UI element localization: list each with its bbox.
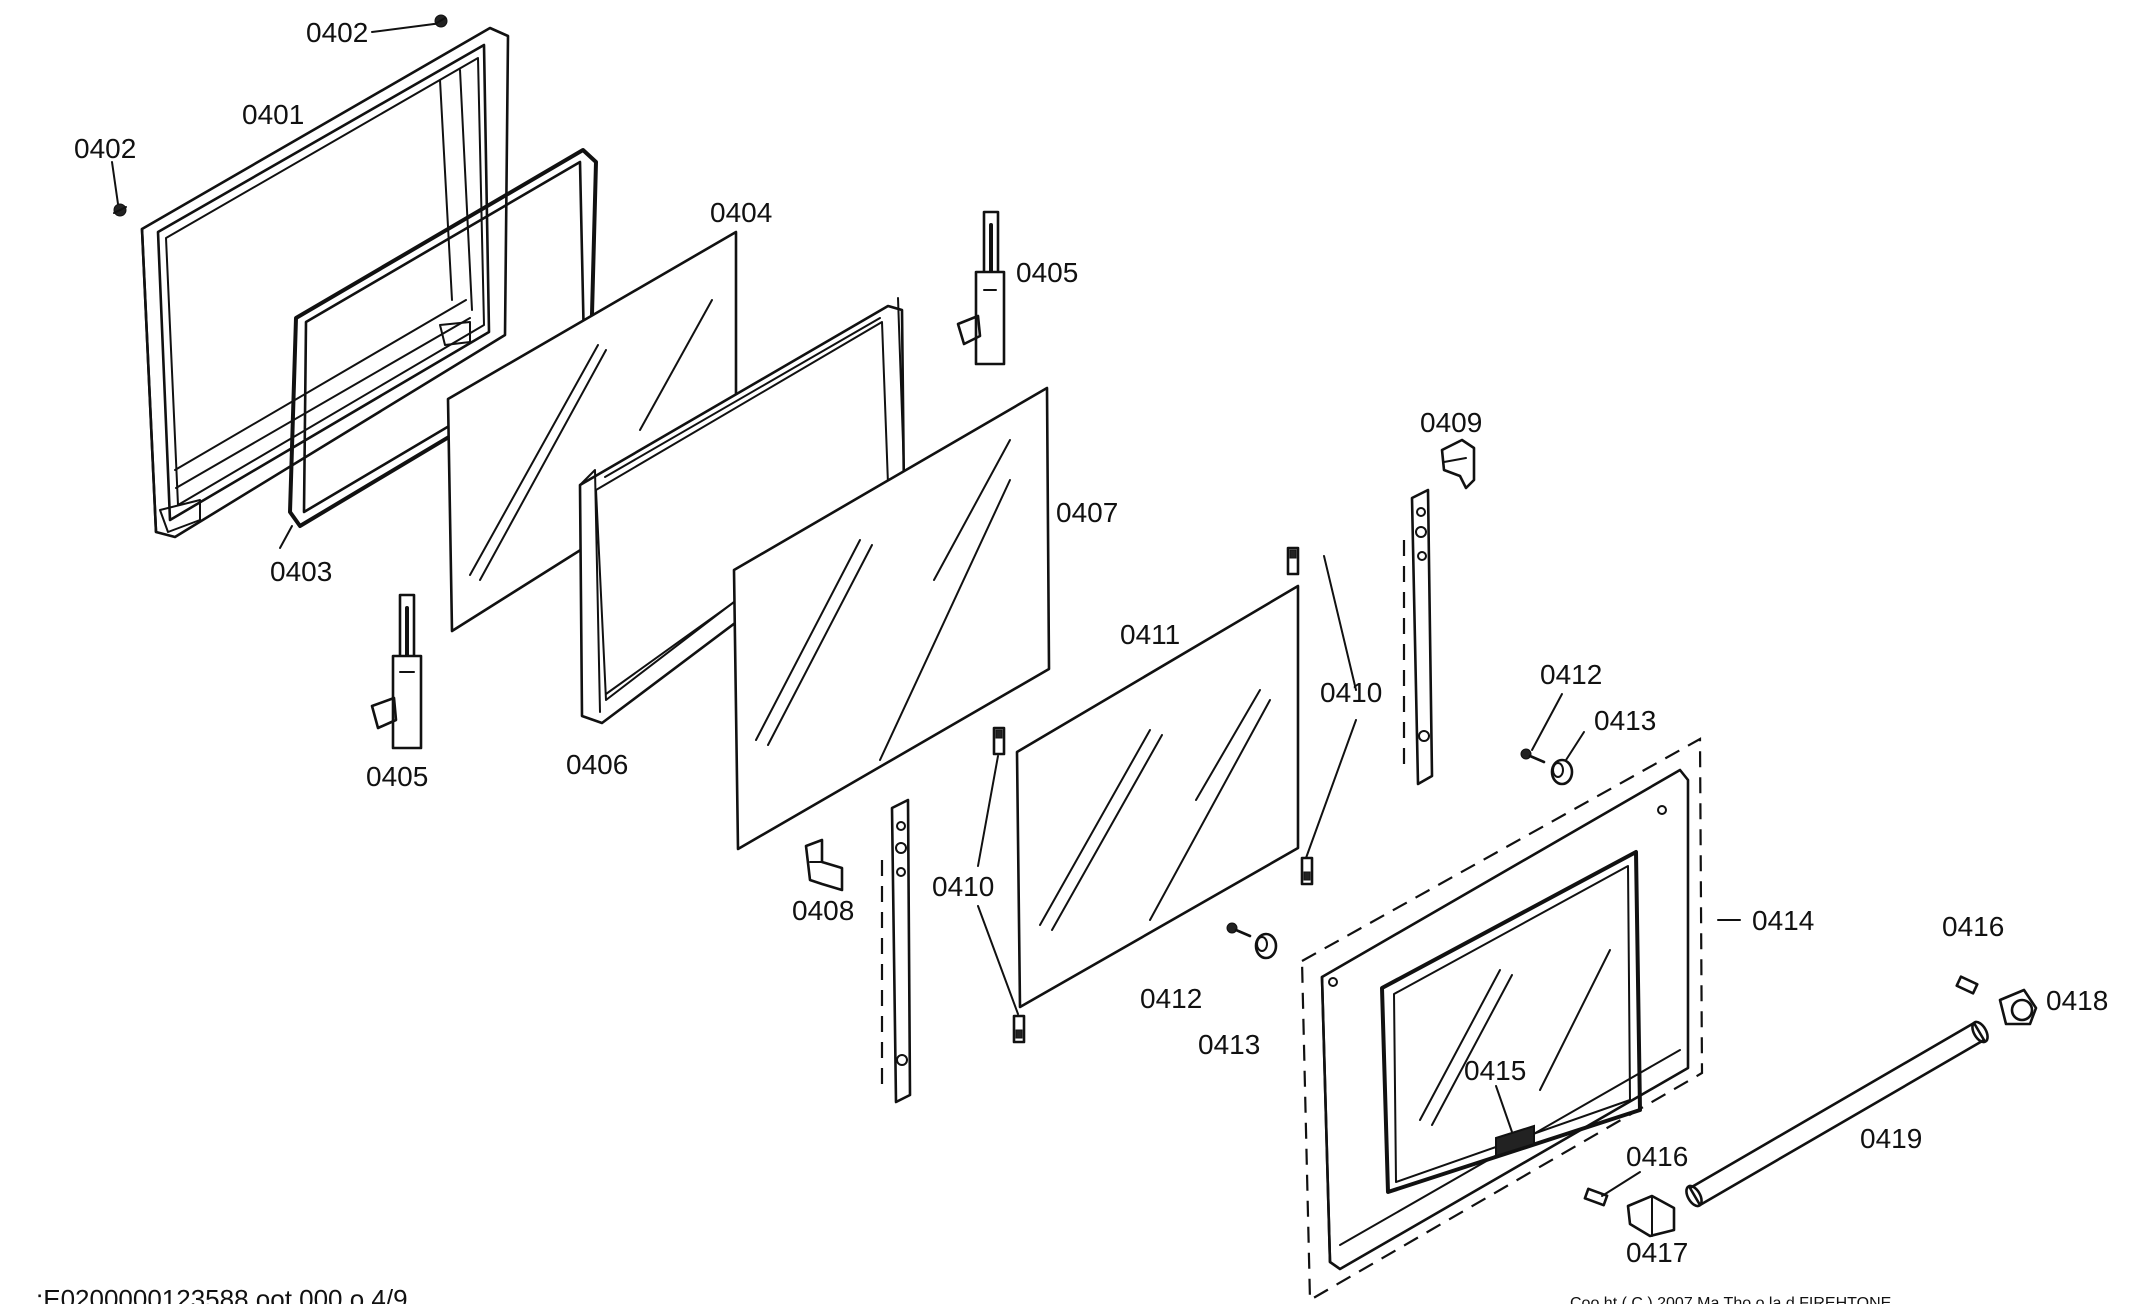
part-0412-screw-upper — [1520, 748, 1546, 764]
label-0413-lower: 0413 — [1198, 1029, 1260, 1060]
label-0412-upper: 0412 — [1540, 659, 1602, 690]
label-0410-left: 0410 — [932, 871, 994, 902]
label-0410-right: 0410 — [1320, 677, 1382, 708]
part-0415-badge — [1495, 1124, 1535, 1158]
part-0404-glass — [446, 230, 738, 633]
part-0416-pin-lower — [1583, 1187, 1609, 1207]
label-0415: 0415 — [1464, 1055, 1526, 1086]
label-0407: 0407 — [1056, 497, 1118, 528]
part-0414-front-panel — [1300, 737, 1704, 1302]
label-0412-lower: 0412 — [1140, 983, 1202, 1014]
part-0402-screw-top — [434, 14, 448, 28]
part-0405-hinge-top — [956, 210, 1006, 366]
part-0409-bracket — [1440, 438, 1476, 490]
part-0411-glass — [1015, 584, 1300, 1009]
part-0405-hinge-bottom — [370, 593, 423, 750]
part-0402-screw-left — [113, 203, 127, 217]
part-side-rail-right — [1402, 488, 1434, 786]
label-0405-top: 0405 — [1016, 257, 1078, 288]
footer-document-id: :E0200000123588 oot 000 o 4/9 — [36, 1284, 408, 1304]
part-0410-clip-top — [1286, 546, 1300, 576]
label-0403: 0403 — [270, 556, 332, 587]
part-0410-clip-right — [1300, 856, 1314, 886]
label-0414: 0414 — [1752, 905, 1814, 936]
part-0410-clip-left — [992, 726, 1006, 756]
part-0412-screw-lower — [1226, 922, 1252, 938]
label-0416-lower: 0416 — [1626, 1141, 1688, 1172]
label-0411: 0411 — [1120, 619, 1180, 650]
part-0407-glass — [732, 386, 1051, 851]
label-0406: 0406 — [566, 749, 628, 780]
part-0408-bracket — [804, 838, 844, 892]
leader-lines — [111, 23, 1741, 1197]
label-0409: 0409 — [1420, 407, 1482, 438]
label-0419: 0419 — [1860, 1123, 1922, 1154]
label-0418: 0418 — [2046, 985, 2108, 1016]
label-0402-left: 0402 — [74, 133, 136, 164]
part-0417-end-cap — [1626, 1194, 1676, 1238]
part-0418-end-cap — [1998, 988, 2038, 1026]
label-0405-bottom: 0405 — [366, 761, 428, 792]
part-0419-handle-bar — [1685, 1020, 1989, 1208]
part-0410-clip-bottom — [1012, 1014, 1026, 1044]
part-0413-spacer-upper — [1550, 758, 1574, 786]
part-0401-door-frame — [140, 26, 510, 539]
label-0401: 0401 — [242, 99, 304, 130]
part-side-rail-left — [880, 798, 912, 1104]
label-0402-top: 0402 — [306, 17, 368, 48]
footer-copyright: Coo ht ( C ) 2007 Ma Tho o la d FIREHTON… — [1570, 1295, 1891, 1304]
label-0417: 0417 — [1626, 1237, 1688, 1268]
part-0413-spacer-lower — [1254, 932, 1278, 960]
part-0416-pin-upper — [1955, 975, 1979, 995]
label-0404: 0404 — [710, 197, 772, 228]
label-0408: 0408 — [792, 895, 854, 926]
label-0416-upper: 0416 — [1942, 911, 2004, 942]
label-0413-upper: 0413 — [1594, 705, 1656, 736]
